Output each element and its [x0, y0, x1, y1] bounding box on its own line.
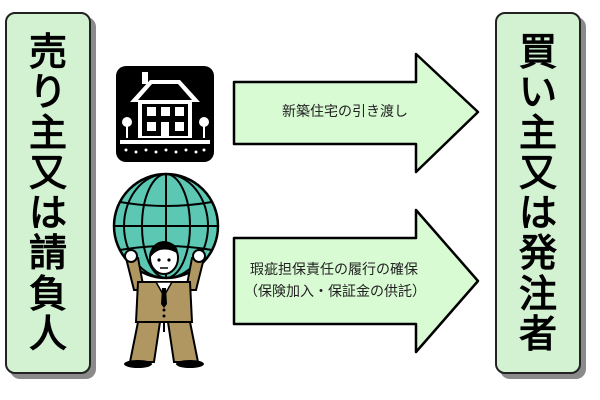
businessman-globe-illustration	[104, 172, 226, 368]
house-icon	[116, 66, 214, 162]
seller-char: 負	[28, 271, 67, 316]
businessman-icon	[124, 241, 206, 368]
seller-char: 請	[28, 231, 67, 276]
buyer-char: は	[518, 191, 557, 236]
warranty-arrow	[230, 206, 480, 356]
buyer-char: 主	[518, 110, 557, 155]
warranty-label-line2: （保険加入・保証金の供託）	[244, 284, 426, 300]
handover-label: 新築住宅の引き渡し	[282, 104, 408, 120]
buyer-box: 買 い 主 又 は 発 注 者	[495, 12, 581, 374]
buyer-char: 注	[518, 271, 557, 316]
buyer-char: 買	[518, 30, 557, 74]
seller-char: 主	[28, 110, 67, 155]
seller-char: 又	[28, 150, 67, 195]
globe-icon	[112, 172, 220, 280]
seller-char: 人	[28, 311, 67, 356]
buyer-char: 又	[518, 150, 557, 195]
buyer-char: 発	[518, 231, 557, 276]
buyer-label: 買 い 主 又 は 発 注 者	[497, 32, 579, 354]
seller-label: 売 り 主 又 は 請 負 人	[7, 32, 89, 354]
seller-char: り	[28, 70, 67, 115]
seller-box: 売 り 主 又 は 請 負 人	[5, 12, 91, 374]
buyer-char: 者	[518, 311, 557, 356]
seller-char: 売	[28, 30, 67, 74]
handover-arrow	[230, 48, 480, 178]
warranty-label-line1: 瑕疵担保責任の履行の確保	[250, 262, 418, 278]
seller-char: は	[28, 191, 67, 236]
buyer-char: い	[518, 70, 557, 115]
